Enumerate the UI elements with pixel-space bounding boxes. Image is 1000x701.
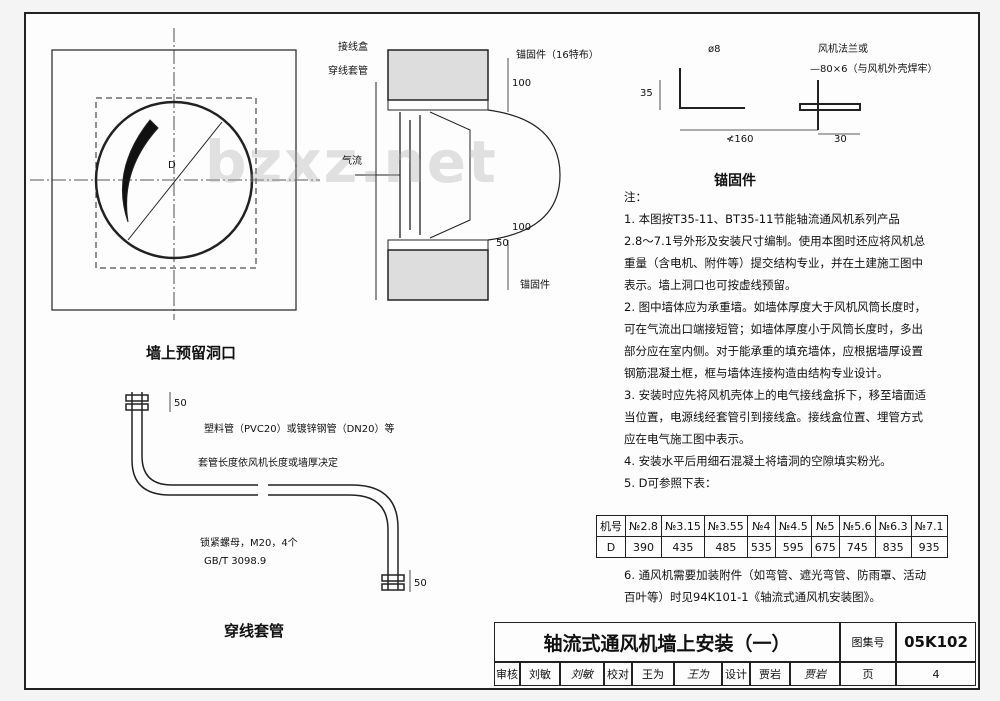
dim-160: ≮160 — [726, 134, 754, 145]
dim-35: 35 — [640, 88, 653, 99]
note-line: 钢筋混凝土框，框与墙体连接构造由结构专业设计。 — [624, 366, 889, 380]
designer-name: 贾岩 — [750, 662, 790, 686]
callout-junction-box: 接线盒 — [338, 42, 368, 53]
callout-anchor-bottom: 锚固件 — [520, 280, 550, 291]
page-number: 4 — [896, 662, 976, 686]
checker-name: 王为 — [632, 662, 674, 686]
flange-note-1: 风机法兰或 — [818, 44, 868, 55]
atlas-number: 05K102 — [896, 622, 976, 662]
opening-diameter-label: D — [168, 160, 176, 171]
table-cell: №5 — [810, 515, 840, 537]
conduit-drawing — [125, 392, 411, 592]
table-cell: 835 — [874, 536, 912, 558]
review-label: 审核 — [494, 662, 520, 686]
table-cell: 675 — [810, 536, 840, 558]
note-line: 2. 图中墙体应为承重墙。如墙体厚度大于风机风筒长度时， — [624, 300, 927, 314]
wall-opening-drawing — [30, 28, 320, 320]
notes-block: 注： 1. 本图按T35-11、BT35-11节能轴流通风机系列产品 2.8～7… — [624, 186, 954, 494]
table-cell: 435 — [660, 536, 705, 558]
table-cell: 595 — [774, 536, 812, 558]
note-line: 应在电气施工图中表示。 — [624, 432, 751, 446]
note-line: 当位置，电源线经套管引到接线盒。接线盒位置、埋管方式 — [624, 410, 923, 424]
note-line: 3. 安装时应先将风机壳体上的电气接线盒拆下，移至墙面适 — [624, 388, 927, 402]
note-line: 1. 本图按T35-11、BT35-11节能轴流通风机系列产品 — [624, 212, 900, 226]
title-block: 轴流式通风机墙上安装（一） 图集号 05K102 审核 刘敏 刘敏 校对 王为 … — [494, 622, 976, 686]
table-cell: №6.3 — [874, 515, 912, 537]
dim-100-top: 100 — [512, 78, 532, 89]
design-label: 设计 — [722, 662, 750, 686]
note-line: 5. D可参照下表： — [624, 476, 717, 490]
note-line: 可在气流出口端接短管；如墙体厚度小于风筒长度时，多出 — [624, 322, 923, 336]
drawing-sheet — [24, 12, 980, 690]
watermark: bzxz.net — [205, 128, 498, 196]
table-cell: №5.6 — [838, 515, 876, 537]
note-line: 表示。墙上洞口也可按虚线预留。 — [624, 278, 797, 292]
notes-block-6: 6. 通风机需要加装附件（如弯管、遮光弯管、防雨罩、活动 百叶等）时见94K10… — [624, 564, 954, 608]
dim-phi8: ø8 — [708, 44, 721, 55]
note-line: 部分应在室内侧。对于能承重的填充墙体，应根据墙厚设置 — [624, 344, 923, 358]
table-cell: №7.1 — [910, 515, 948, 537]
anchor-caption: 锚固件 — [714, 173, 756, 189]
drawing-title: 轴流式通风机墙上安装（一） — [494, 622, 840, 662]
designer-signature: 贾岩 — [790, 662, 840, 686]
check-label: 校对 — [604, 662, 632, 686]
table-cell: №3.15 — [660, 515, 705, 537]
flange-note-2: —80×6（与风机外壳焊牢） — [810, 64, 938, 75]
conduit-length-note: 套管长度依风机长度或墙厚决定 — [198, 458, 338, 469]
table-cell: 745 — [838, 536, 876, 558]
table-cell: D — [596, 536, 626, 558]
dim-50: 50 — [496, 238, 509, 249]
conduit-dim-50-bottom: 50 — [414, 578, 427, 589]
table-cell: №4 — [746, 515, 776, 537]
note-line: 2.8～7.1号外形及安装尺寸编制。使用本图时还应将风机总 — [624, 234, 926, 248]
conduit-caption: 穿线套管 — [224, 622, 285, 640]
checker-signature: 王为 — [674, 662, 722, 686]
note-line: 4. 安装水平后用细石混凝土将墙洞的空隙填实粉光。 — [624, 454, 892, 468]
callout-airflow: 气流 — [342, 156, 362, 167]
table-cell: 机号 — [596, 515, 626, 537]
note-line: 百叶等）时见94K101-1《轴流式通风机安装图》。 — [624, 590, 881, 604]
table-row: D 390 435 485 535 595 675 745 835 935 — [596, 536, 948, 558]
anchor-drawing — [659, 68, 861, 135]
table-cell: №4.5 — [774, 515, 812, 537]
conduit-pipe-note: 塑料管（PVC20）或镀锌钢管（DN20）等 — [204, 424, 395, 435]
table-cell: 935 — [910, 536, 948, 558]
dim-100-bottom: 100 — [512, 222, 532, 233]
conduit-dim-50-top: 50 — [174, 398, 187, 409]
table-header-row: 机号 №2.8 №3.15 №3.55 №4 №4.5 №5 №5.6 №6.3… — [596, 515, 948, 537]
opening-caption: 墙上预留洞口 — [146, 344, 237, 362]
page-label: 页 — [840, 662, 896, 686]
conduit-nut-note: 锁紧螺母，M20，4个 — [200, 538, 298, 549]
table-cell: 535 — [746, 536, 776, 558]
notes-title: 注： — [624, 190, 647, 204]
table-cell: №2.8 — [625, 515, 662, 537]
d-reference-table: 机号 №2.8 №3.15 №3.55 №4 №4.5 №5 №5.6 №6.3… — [596, 515, 948, 558]
reviewer-signature: 刘敏 — [560, 662, 604, 686]
table-cell: 485 — [703, 536, 748, 558]
conduit-std-note: GB/T 3098.9 — [204, 556, 267, 567]
section-drawing — [355, 49, 561, 301]
reviewer-name: 刘敏 — [520, 662, 560, 686]
atlas-label: 图集号 — [840, 622, 896, 662]
callout-anchor-top: 锚固件（16特布） — [516, 50, 599, 61]
table-cell: 390 — [625, 536, 662, 558]
dim-30: 30 — [834, 134, 847, 145]
note-line: 6. 通风机需要加装附件（如弯管、遮光弯管、防雨罩、活动 — [624, 568, 927, 582]
callout-sleeve: 穿线套管 — [328, 66, 368, 77]
table-cell: №3.55 — [703, 515, 748, 537]
note-line: 重量（含电机、附件等）提交结构专业，并在土建施工图中 — [624, 256, 923, 270]
